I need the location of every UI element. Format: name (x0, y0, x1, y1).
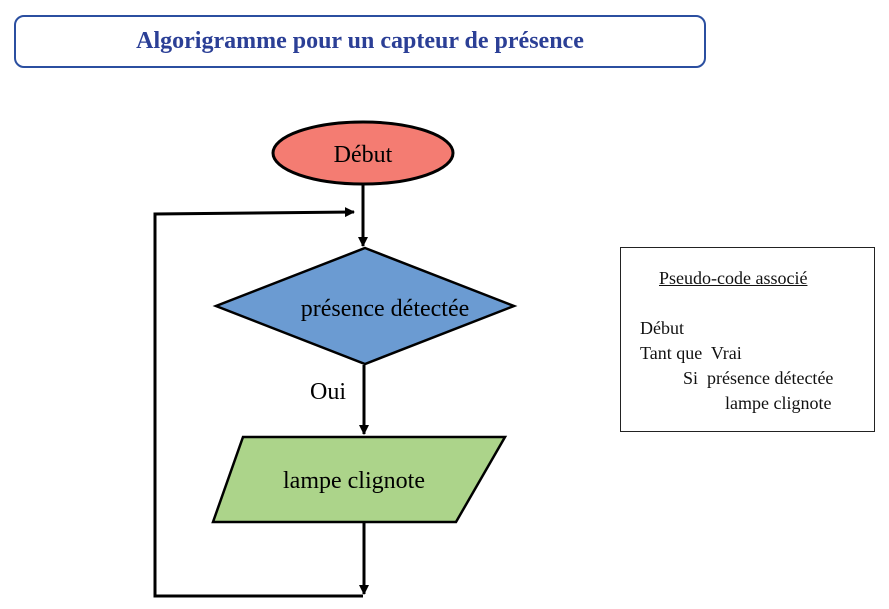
pseudo-code-line: Tant que Vrai (640, 343, 742, 363)
pseudo-code-heading: Pseudo-code associé (659, 268, 808, 288)
start-label: Début (334, 142, 393, 168)
start-node (271, 120, 455, 186)
decision-label: présence détectée (301, 296, 470, 322)
action-label: lampe clignote (283, 468, 425, 494)
action-node (211, 435, 508, 524)
decision-node (212, 246, 518, 366)
pseudo-code-line: Si présence détectée (683, 368, 834, 388)
yes-label: Oui (310, 379, 346, 405)
diagram-title: Algorigramme pour un capteur de présence (136, 28, 584, 54)
pseudo-code-line: lampe clignote (725, 393, 832, 413)
pseudo-code-line: Début (640, 318, 684, 338)
pseudo-code-box: Pseudo-code associé Début Tant que Vrai … (620, 247, 875, 432)
title-box: Algorigramme pour un capteur de présence (14, 15, 706, 68)
loop-back-arrow (153, 207, 363, 598)
